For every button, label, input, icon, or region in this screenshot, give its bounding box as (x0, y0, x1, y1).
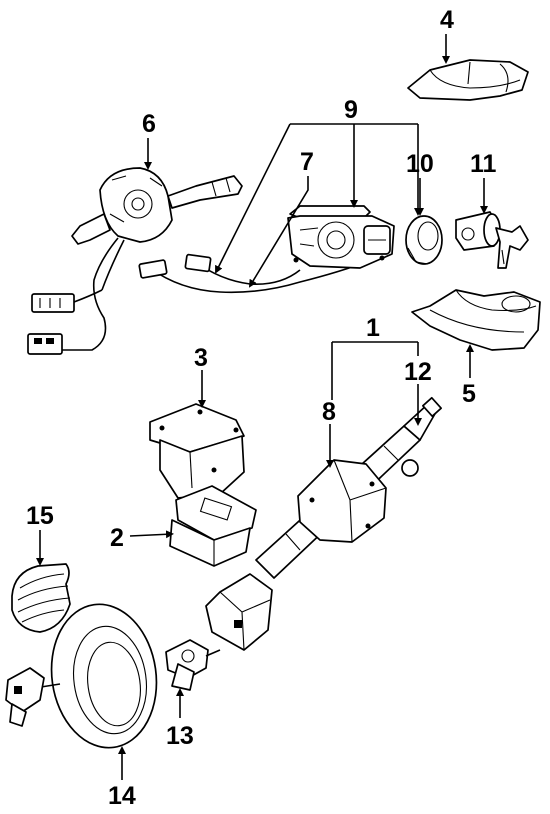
callout-6: 6 (142, 110, 156, 138)
callout-15: 15 (26, 502, 54, 530)
callout-11: 11 (470, 150, 497, 178)
lower-bracket-part (169, 485, 257, 567)
callout-10: 10 (406, 150, 434, 178)
leader-lines (36, 34, 488, 780)
lock-cylinder-part (455, 211, 529, 269)
boot-part (11, 563, 71, 633)
callout-7: 7 (300, 148, 314, 176)
callout-2: 2 (110, 524, 124, 552)
dash-seal-part (5, 603, 158, 749)
callout-8: 8 (322, 398, 336, 426)
callout-5: 5 (462, 380, 476, 408)
steering-column-part (205, 396, 442, 651)
combination-switch-part (27, 167, 243, 355)
wiring-harness-part (138, 253, 373, 294)
upper-shroud-part (407, 59, 529, 101)
callout-14: 14 (108, 782, 136, 810)
callout-13: 13 (166, 722, 194, 750)
lower-shroud-part (411, 289, 541, 351)
upper-bracket-part (149, 403, 245, 499)
callout-4: 4 (440, 6, 454, 34)
callout-labels: 4 6 9 7 10 11 3 1 12 5 8 15 2 13 14 (26, 6, 497, 810)
callout-12: 12 (404, 358, 432, 386)
callout-3: 3 (194, 344, 208, 372)
universal-joint-part (165, 639, 221, 691)
callout-9: 9 (344, 96, 358, 124)
callout-1: 1 (366, 314, 380, 342)
lock-housing-part (287, 205, 395, 269)
lock-ring-part (405, 215, 443, 265)
